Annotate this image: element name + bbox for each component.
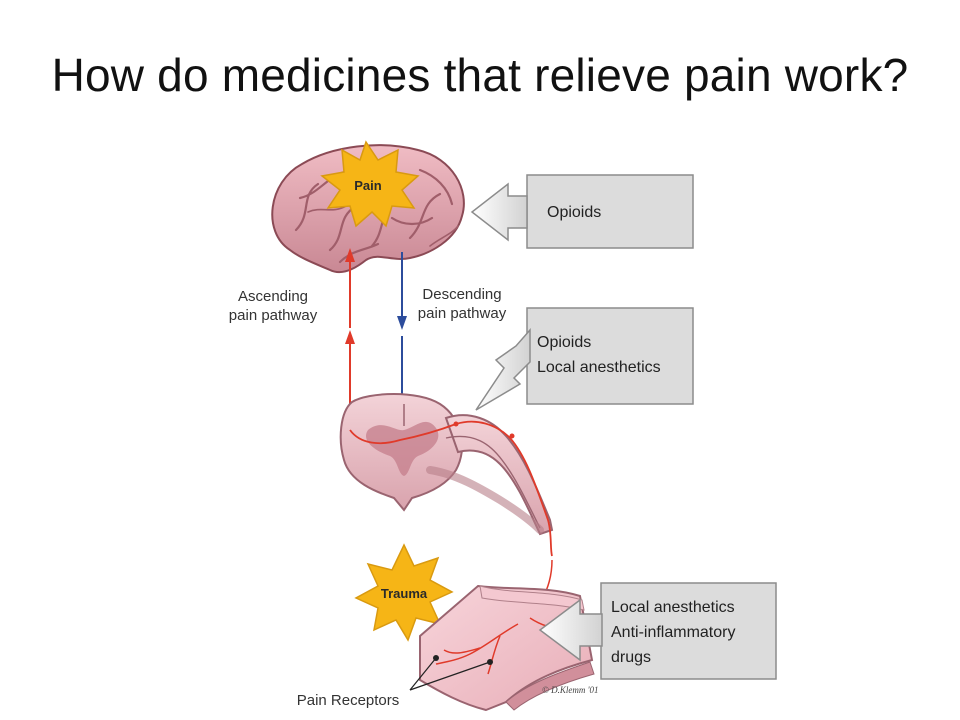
- callout-periphery: [538, 582, 777, 680]
- descending-label-line2: pain pathway: [417, 305, 507, 322]
- spinal-cord-illustration: [339, 393, 554, 557]
- pain-burst-label: Pain: [354, 178, 382, 193]
- callout-periphery-line3: drugs: [611, 649, 652, 666]
- pain-receptors-label: Pain Receptors: [296, 692, 400, 709]
- trauma-starburst: [354, 543, 454, 642]
- descending-label: Descending pain pathway: [396, 285, 528, 323]
- callout-spinal-line2: Local anesthetics: [537, 359, 661, 376]
- callout-spinal-line1: Opioids: [537, 334, 592, 351]
- ascending-label: Ascending pain pathway: [208, 287, 338, 325]
- descending-label-line1: Descending: [422, 286, 502, 303]
- descending-pathway: [397, 252, 407, 412]
- ascending-label-line2: pain pathway: [228, 307, 318, 324]
- pain-receptors-pointers: [409, 657, 491, 691]
- trauma-burst-label: Trauma: [381, 586, 428, 601]
- callout-brain-text: Opioids: [547, 200, 601, 225]
- pain-starburst: [320, 140, 420, 228]
- page-title: How do medicines that relieve pain work?: [51, 49, 909, 101]
- tissue-illustration: [419, 584, 595, 712]
- callout-periphery-line1: Local anesthetics: [611, 599, 735, 616]
- copyright-text: © D.Klemm '01: [542, 685, 599, 695]
- ascending-label-line1: Ascending: [237, 288, 309, 305]
- callout-periphery-line2: Anti-inflammatory: [611, 624, 736, 641]
- callout-periphery-text: Local anesthetics Anti-inflammatory drug…: [611, 595, 735, 670]
- callout-spinal: [475, 307, 694, 411]
- callout-spinal-text: Opioids Local anesthetics: [537, 330, 661, 380]
- callout-brain-line1: Opioids: [547, 204, 602, 221]
- callout-brain: [470, 174, 694, 249]
